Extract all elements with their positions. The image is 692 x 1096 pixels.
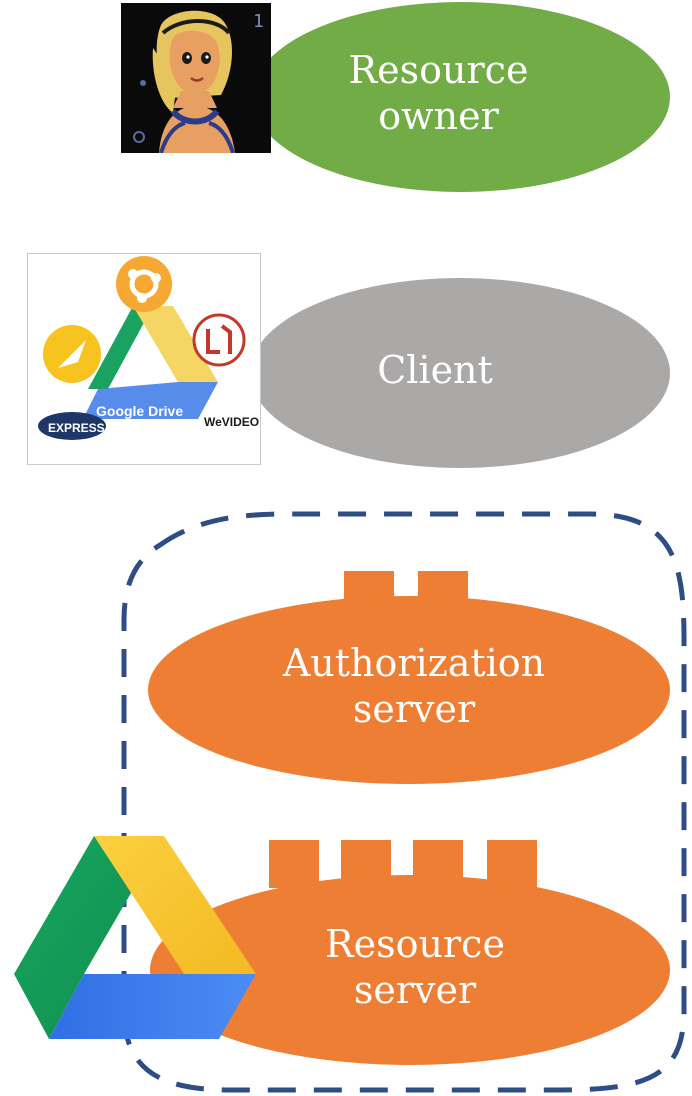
resource-server-label-line1: Resource (325, 922, 505, 967)
express-badge-text: EXPRESS (48, 421, 105, 435)
authorization-server-label-line1: Authorization (282, 641, 546, 686)
resource-owner-label-line1: Resource (348, 48, 529, 93)
resource-owner-ellipse: Resource owner (252, 2, 670, 192)
client-collage-subtitle: fb.com/NewTechCrunch (113, 424, 187, 431)
authorization-server-ellipse: Authorization server (148, 596, 670, 784)
resource-owner-avatar: 1 (121, 3, 271, 153)
authorization-server-label-line2: server (352, 687, 476, 731)
wevideo-badge-text: WeVIDEO (204, 415, 259, 429)
svg-text:1: 1 (253, 11, 264, 32)
client-app-collage: EXPRESS Google Drive fb.com/NewTechCrunc… (27, 253, 261, 465)
client-label: Client (377, 348, 493, 393)
resource-owner-label-line2: owner (378, 94, 499, 138)
client-app-icons: EXPRESS Google Drive fb.com/NewTechCrunc… (38, 256, 259, 440)
google-drive-logo-icon (14, 836, 256, 1039)
client-collage-title: Google Drive (96, 403, 183, 419)
client-ellipse: Client (250, 278, 670, 468)
resource-server-label-line2: server (353, 968, 477, 1012)
